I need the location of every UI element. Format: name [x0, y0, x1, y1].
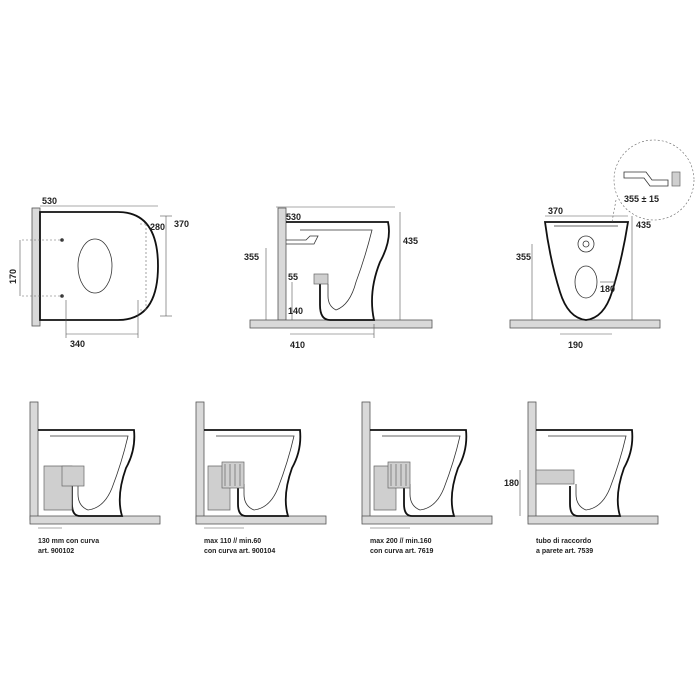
top-view: 530 370 280 170 340 [8, 196, 189, 349]
back-outlet-label: 180 [600, 284, 615, 294]
back-base-label: 190 [568, 340, 583, 350]
caption-1-line2: art. 900102 [38, 548, 74, 555]
side-outlet-label: 55 [288, 272, 298, 282]
wall-stub-icon [671, 171, 681, 187]
side-view-outlet [313, 273, 329, 285]
caption-1-line1: 130 mm con curva [38, 538, 99, 545]
side-view-floor [249, 319, 433, 329]
install-4-bowl [536, 429, 634, 517]
side-view-seat [286, 235, 319, 245]
detail-callout [613, 139, 695, 221]
caption-4-line1: tubo di raccordo [536, 538, 591, 545]
connector-pipe-icon [623, 171, 669, 187]
back-width-label: 370 [548, 206, 563, 216]
install-3-bowl [370, 429, 468, 517]
install-1-bowl [38, 429, 136, 517]
back-inlet-icon [577, 235, 595, 253]
side-height-label: 435 [403, 236, 418, 246]
caption-2-line1: max 110 // min.60 [204, 538, 261, 545]
side-view-bowl [286, 221, 390, 321]
top-view-wall [31, 207, 41, 327]
top-width-label: 530 [42, 196, 57, 206]
top-fix-label: 340 [70, 339, 85, 349]
caption-4-line2: a parete art. 7539 [536, 548, 593, 555]
top-view-bowl-outline [39, 211, 159, 321]
back-outlet-icon [574, 265, 598, 299]
side-width-label: 530 [286, 212, 301, 222]
top-height-label: 170 [8, 269, 18, 284]
side-view: 530 435 355 55 140 410 [244, 206, 433, 350]
side-view-wall [277, 207, 287, 321]
caption-2-line2: con curva art. 900104 [204, 548, 275, 555]
back-axis-label: 355 [516, 252, 531, 262]
top-inner-label: 280 [150, 222, 165, 232]
install-2-bowl [204, 429, 302, 517]
install-4-dim-label: 180 [504, 478, 519, 488]
caption-3-line1: max 200 // min.160 [370, 538, 432, 545]
side-depth-label: 410 [290, 340, 305, 350]
back-view: 370 435 355 180 190 355 ± 15 [509, 139, 695, 350]
back-height-label: 435 [636, 220, 651, 230]
installation-2 [195, 401, 327, 529]
installation-1 [29, 401, 161, 529]
side-axis-label: 355 [244, 252, 259, 262]
top-view-bowl-opening [77, 238, 113, 294]
captions: 130 mm con curva art. 900102 max 110 // … [38, 538, 593, 555]
detail-label: 355 ± 15 [624, 194, 659, 204]
install-4-pipe [535, 469, 575, 485]
back-view-bowl [543, 221, 630, 321]
top-length-label: 370 [174, 219, 189, 229]
back-view-floor [509, 319, 661, 329]
installation-3 [361, 401, 493, 529]
side-floor-label: 140 [288, 306, 303, 316]
installation-4: 180 [504, 401, 659, 525]
caption-3-line2: con curva art. 7619 [370, 548, 434, 555]
